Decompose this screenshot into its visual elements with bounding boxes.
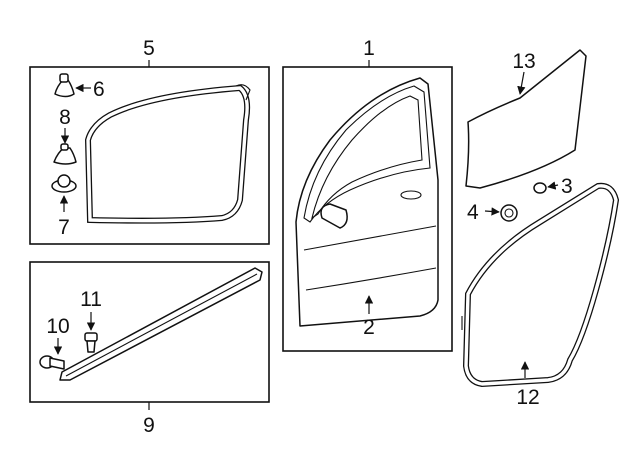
part-clip-10 bbox=[39, 355, 65, 370]
callout-4: 4 bbox=[467, 201, 479, 224]
callout-10: 10 bbox=[46, 315, 69, 338]
part-bumper-4 bbox=[500, 204, 518, 222]
group-box-1 bbox=[282, 66, 453, 352]
part-clip-6 bbox=[54, 73, 75, 98]
callout-8: 8 bbox=[59, 106, 71, 129]
callout-9: 9 bbox=[143, 414, 155, 437]
part-body-weatherstrip-12 bbox=[461, 182, 620, 388]
part-clip-11 bbox=[84, 332, 98, 353]
callout-11: 11 bbox=[80, 288, 102, 311]
callout-12: 12 bbox=[516, 386, 539, 409]
part-seal-13 bbox=[465, 49, 587, 189]
callout-13: 13 bbox=[512, 50, 535, 73]
leader-4 bbox=[484, 207, 500, 216]
callout-1: 1 bbox=[363, 37, 375, 60]
part-clip-7 bbox=[51, 174, 77, 193]
part-front-door-shell bbox=[295, 77, 439, 327]
leader-13 bbox=[517, 71, 526, 95]
leader-3 bbox=[547, 181, 559, 190]
callout-5: 5 bbox=[143, 37, 155, 60]
callout-2: 2 bbox=[363, 316, 375, 339]
callout-3: 3 bbox=[561, 175, 573, 198]
part-door-weatherstrip bbox=[84, 84, 251, 224]
part-clip-8 bbox=[53, 143, 77, 165]
callout-6: 6 bbox=[93, 78, 105, 101]
callout-7: 7 bbox=[58, 216, 70, 239]
part-rocker-molding bbox=[59, 267, 263, 381]
part-plug-3 bbox=[533, 182, 547, 194]
